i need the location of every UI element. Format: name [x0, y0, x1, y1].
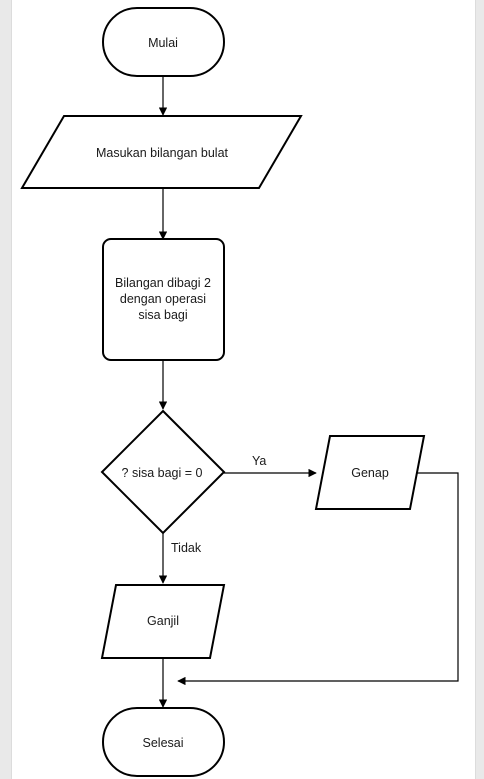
- edge-label-no: Tidak: [171, 541, 202, 555]
- odd-label: Ganjil: [147, 614, 179, 628]
- even-parallelogram: Genap: [314, 435, 426, 510]
- process-label-line-1: Bilangan dibagi 2: [115, 276, 211, 290]
- edge-label-yes: Ya: [252, 454, 266, 468]
- start-label: Mulai: [148, 36, 178, 50]
- connectors: [158, 76, 459, 708]
- edge-even-to-end: [177, 472, 459, 686]
- process-label-line-2: dengan operasi: [120, 292, 206, 306]
- process-label-line-3: sisa bagi: [138, 308, 187, 322]
- odd-parallelogram: Ganjil: [100, 584, 226, 659]
- start-terminator: Mulai: [102, 7, 225, 77]
- end-label: Selesai: [143, 736, 184, 750]
- decision-diamond: ? sisa bagi = 0: [100, 409, 226, 535]
- even-label: Genap: [351, 466, 389, 480]
- input-parallelogram: Masukan bilangan bulat: [20, 115, 303, 189]
- end-terminator: Selesai: [102, 707, 225, 777]
- input-label: Masukan bilangan bulat: [96, 146, 229, 160]
- decision-label: ? sisa bagi = 0: [122, 466, 203, 480]
- process-box: Bilangan dibagi 2 dengan operasi sisa ba…: [102, 238, 225, 361]
